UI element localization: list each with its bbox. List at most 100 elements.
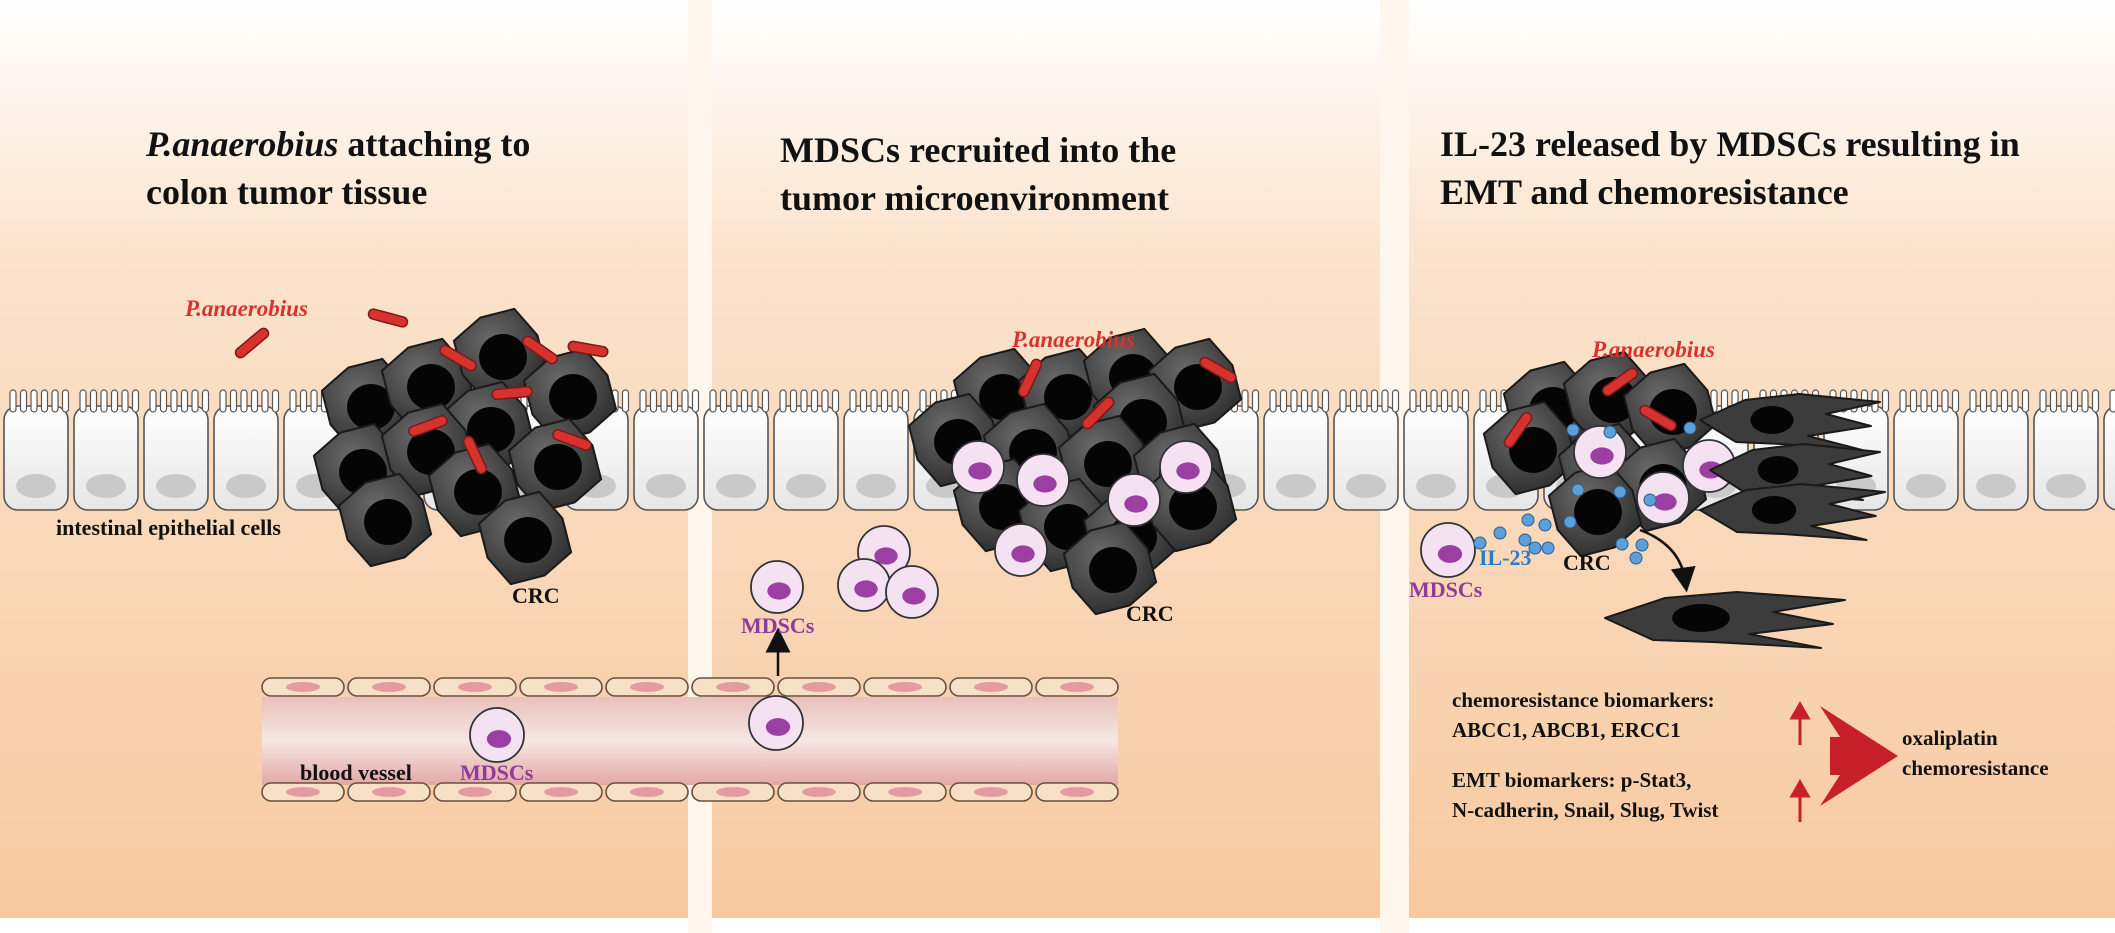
outcome-label: oxaliplatin chemoresistance bbox=[1902, 723, 2049, 783]
bacterium-rod bbox=[552, 429, 592, 451]
il23-cytokine-dot bbox=[1538, 518, 1552, 532]
bacterium-rod bbox=[367, 308, 409, 328]
mdsc-cell bbox=[748, 695, 804, 751]
mdsc-cell bbox=[1420, 522, 1476, 578]
chemo-biomarkers-list: ABCC1, ABCB1, ERCC1 bbox=[1452, 718, 1681, 742]
epithelial-cell bbox=[2033, 389, 2100, 511]
epithelial-cell bbox=[73, 389, 140, 511]
il23-cytokine-dot bbox=[1635, 538, 1649, 552]
tumor-label-1: CRC bbox=[512, 583, 560, 608]
epithelium-label: intestinal epithelial cells bbox=[56, 515, 281, 540]
il23-cytokine-dot bbox=[1541, 541, 1555, 555]
bacterium-rod bbox=[234, 327, 270, 359]
emt-spindle-cell bbox=[1699, 483, 1886, 541]
bacterium-rod bbox=[408, 415, 448, 437]
bacterium-label-3: P.anaerobius bbox=[1592, 337, 1715, 362]
il23-cytokine-dot bbox=[1473, 536, 1487, 550]
blood-vessel bbox=[261, 677, 1119, 802]
panel-1-title-bacterium: P.anaerobius bbox=[146, 124, 339, 164]
epithelial-cell bbox=[3, 389, 70, 511]
mdsc-cell bbox=[469, 707, 525, 763]
epithelial-cell bbox=[843, 389, 910, 511]
mdsc-label-1: MDSCs bbox=[460, 760, 534, 785]
il23-cytokine-dot bbox=[1603, 425, 1617, 439]
bacterium-rod bbox=[1017, 358, 1043, 398]
epithelial-cell bbox=[1333, 389, 1400, 511]
emt-cells bbox=[1604, 393, 1886, 649]
panel-2-title-line2: tumor microenvironment bbox=[780, 178, 1169, 218]
il23-cytokine-dot bbox=[1566, 423, 1580, 437]
emt-biomarkers-list: N-cadherin, Snail, Slug, Twist bbox=[1452, 798, 1719, 822]
panel-3-title-line1: IL-23 released by MDSCs resulting in bbox=[1440, 124, 2020, 164]
panel-3-title-line2: EMT and chemoresistance bbox=[1440, 172, 1849, 212]
epithelial-cell bbox=[773, 389, 840, 511]
epithelial-cell bbox=[1963, 389, 2030, 511]
mdsc-cell bbox=[1107, 473, 1161, 527]
bacterium-rod bbox=[1503, 411, 1533, 449]
bacterium-rod bbox=[521, 335, 559, 365]
panel-1-title-line2: colon tumor tissue bbox=[146, 172, 428, 212]
mdsc-label-3: MDSCs bbox=[1409, 577, 1483, 602]
mdsc-cell bbox=[1636, 471, 1690, 525]
mdsc-cell bbox=[837, 558, 891, 612]
mdsc-label-2: MDSCs bbox=[741, 613, 815, 638]
epithelial-cell bbox=[703, 389, 770, 511]
il23-cytokine-dot bbox=[1571, 483, 1585, 497]
il23-cytokine-dot bbox=[1683, 421, 1697, 435]
emt-spindle-cell bbox=[1709, 443, 1881, 501]
epithelial-cell bbox=[633, 389, 700, 511]
epithelial-cell bbox=[2103, 389, 2115, 511]
il23-cytokine-dot bbox=[1615, 537, 1629, 551]
bacterium-rod bbox=[1601, 367, 1639, 397]
vessel-label: blood vessel bbox=[300, 760, 412, 785]
il23-cytokine-dot bbox=[1518, 533, 1532, 547]
il23-cytokine-dot bbox=[1563, 515, 1577, 529]
epithelial-cell bbox=[1263, 389, 1330, 511]
outcome-line1: oxaliplatin bbox=[1902, 726, 1998, 750]
panel-1-title-rest: attaching to bbox=[338, 124, 531, 164]
emt-spindle-cell bbox=[1604, 591, 1846, 649]
tumor-cell bbox=[337, 472, 433, 568]
tumor-cell bbox=[477, 490, 573, 586]
bacterium-rod bbox=[491, 385, 533, 401]
tumor-cell bbox=[1062, 520, 1158, 616]
panel-1-title: P.anaerobius attaching to colon tumor ti… bbox=[146, 120, 530, 216]
mdsc-cell bbox=[951, 440, 1005, 494]
bacterium-rod bbox=[462, 435, 488, 475]
chemo-biomarkers: chemoresistance biomarkers: ABCC1, ABCB1… bbox=[1452, 685, 1715, 745]
il23-cytokine-dot bbox=[1528, 541, 1542, 555]
bacterium-label-2: P.anaerobius bbox=[1012, 327, 1135, 352]
tumor-label-2: CRC bbox=[1126, 601, 1174, 626]
bacterium-rod bbox=[567, 340, 609, 358]
tumor-cell bbox=[1482, 400, 1578, 496]
chemo-biomarkers-title: chemoresistance biomarkers: bbox=[1452, 688, 1715, 712]
bacterium-rod bbox=[1199, 356, 1237, 384]
il23-cytokine-dot bbox=[1643, 493, 1657, 507]
cytokine-label: IL-23 bbox=[1479, 545, 1532, 570]
bacterium-rod bbox=[1081, 396, 1115, 430]
emt-biomarkers: EMT biomarkers: p-Stat3, N-cadherin, Sna… bbox=[1452, 765, 1718, 825]
il23-cytokine-dot bbox=[1613, 485, 1627, 499]
il23-cytokine-dot bbox=[1629, 551, 1643, 565]
tumor-cell bbox=[452, 307, 548, 403]
panel-2-title-line1: MDSCs recruited into the bbox=[780, 130, 1177, 170]
epithelial-cell bbox=[213, 389, 280, 511]
mdsc-cell bbox=[885, 565, 939, 619]
mdsc-cell bbox=[994, 523, 1048, 577]
outcome-line2: chemoresistance bbox=[1902, 756, 2049, 780]
mdsc-cell bbox=[1159, 440, 1213, 494]
mdsc-cell bbox=[750, 560, 804, 614]
tumor-cell bbox=[522, 347, 618, 443]
bacterium-rod bbox=[1639, 404, 1677, 432]
panel-3-title: IL-23 released by MDSCs resulting in EMT… bbox=[1440, 120, 2020, 216]
migration-arrow bbox=[1639, 528, 1696, 593]
tumor-label-3: CRC bbox=[1563, 550, 1611, 575]
up-arrow-emt bbox=[1789, 778, 1811, 822]
emt-spindle-cell bbox=[1699, 393, 1881, 451]
up-arrow-chemo bbox=[1789, 700, 1811, 745]
epithelial-cell bbox=[143, 389, 210, 511]
epithelial-cell bbox=[1403, 389, 1470, 511]
mdsc-cell bbox=[1016, 453, 1070, 507]
panel-2-title: MDSCs recruited into the tumor microenvi… bbox=[780, 126, 1176, 222]
